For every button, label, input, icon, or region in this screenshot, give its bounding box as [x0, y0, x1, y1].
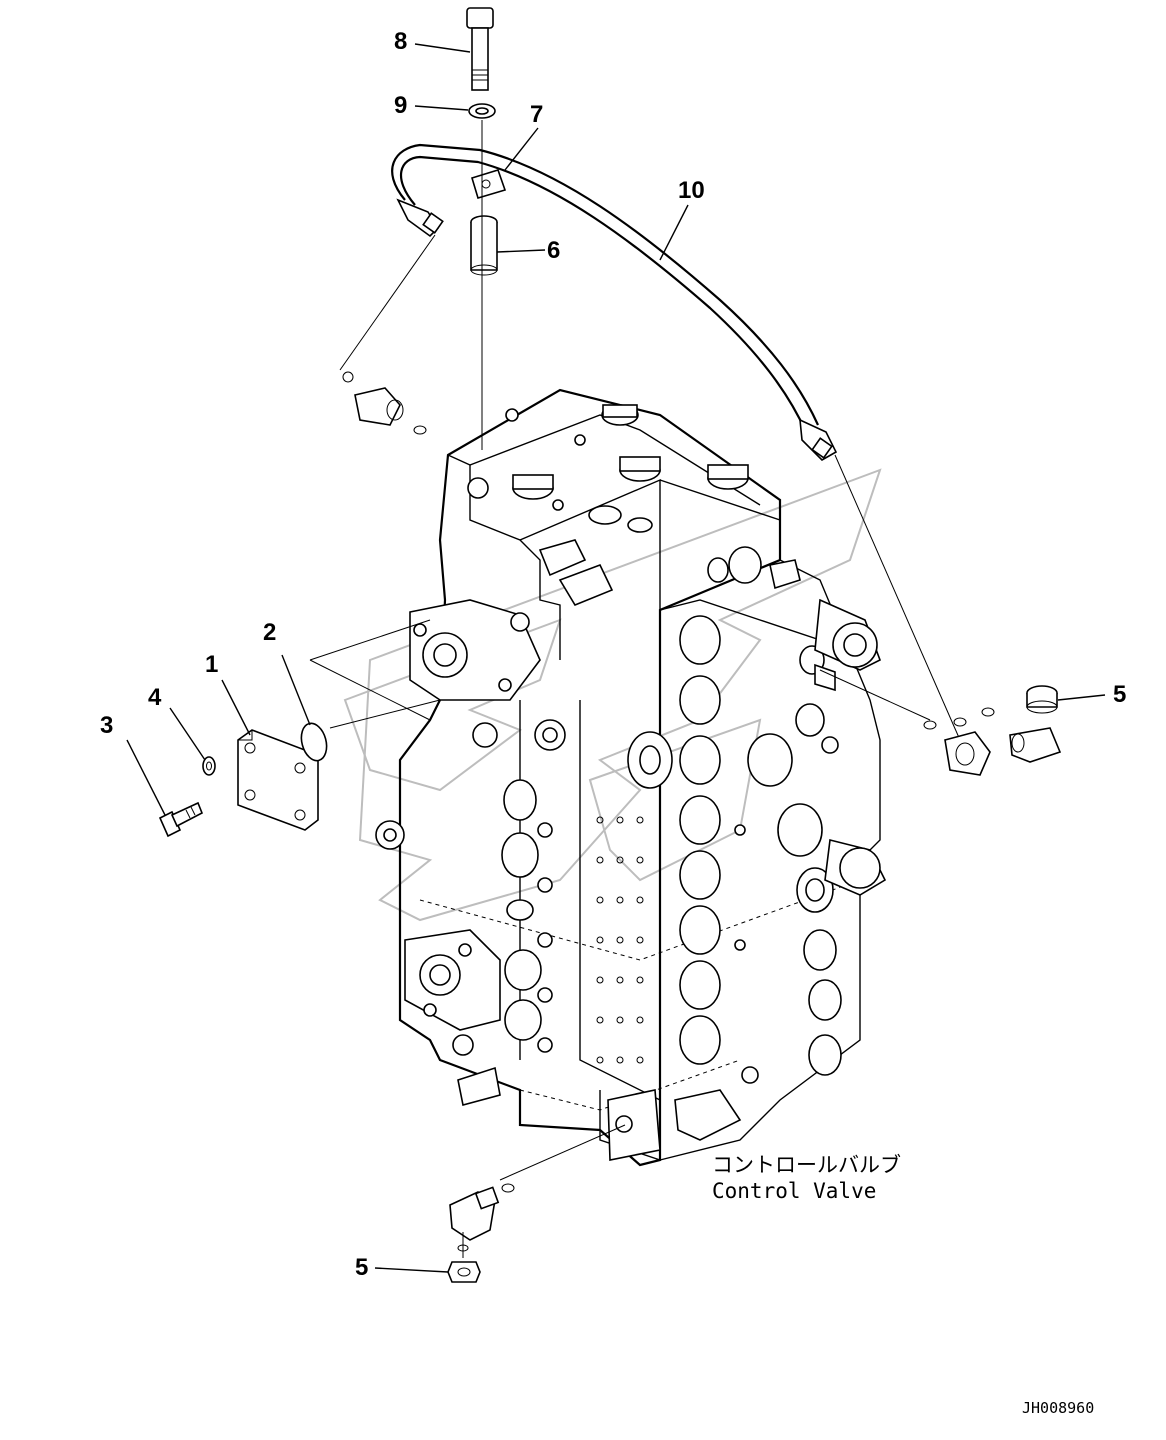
leader-line-7 [504, 127, 539, 171]
leader-line-5-lower [374, 1267, 449, 1273]
port-hole-grid [596, 816, 644, 1064]
callout-9: 9 [394, 92, 407, 119]
callout-2: 2 [263, 619, 276, 646]
control-valve-body [375, 388, 887, 1167]
leader-line-8 [414, 43, 471, 53]
part-5-cap-lower [447, 1261, 481, 1283]
callout-8: 8 [394, 28, 407, 55]
leader-line-3 [126, 739, 166, 816]
leader-line-9 [414, 105, 469, 111]
leader-line-6 [496, 249, 546, 253]
leader-line-2 [281, 654, 311, 726]
leader-line-5-upper [1057, 694, 1106, 701]
callout-7: 7 [530, 101, 543, 128]
part-4-washer [202, 756, 216, 776]
part-10-hose [391, 143, 838, 461]
part-8-bolt [466, 7, 494, 91]
part-7-clamp [471, 169, 507, 199]
hose-connection-line-right [834, 454, 961, 741]
part-6-spacer [470, 215, 498, 276]
drawing-code: JH008960 [1022, 1399, 1094, 1417]
callout-5-upper: 5 [1113, 681, 1126, 708]
bottom-fittings [449, 1124, 626, 1258]
callout-10: 10 [678, 177, 705, 204]
leader-line-1 [221, 679, 251, 736]
leader-line-4 [169, 707, 206, 761]
callout-5-lower: 5 [355, 1254, 368, 1281]
callout-3: 3 [100, 712, 113, 739]
callout-4: 4 [148, 684, 162, 711]
right-fittings [923, 707, 1062, 776]
caption-english: Control Valve [712, 1179, 876, 1203]
part-9-washer [468, 103, 496, 119]
part-3-bolt [158, 801, 204, 838]
hose-connection-line-left [339, 234, 436, 371]
leader-line-10 [659, 204, 689, 261]
callout-6: 6 [547, 237, 560, 264]
callout-1: 1 [205, 651, 218, 678]
part-5-cap-upper [1026, 685, 1058, 714]
part-1-cover-plate [237, 729, 319, 831]
caption-japanese: コントロールバルブ [712, 1153, 901, 1177]
